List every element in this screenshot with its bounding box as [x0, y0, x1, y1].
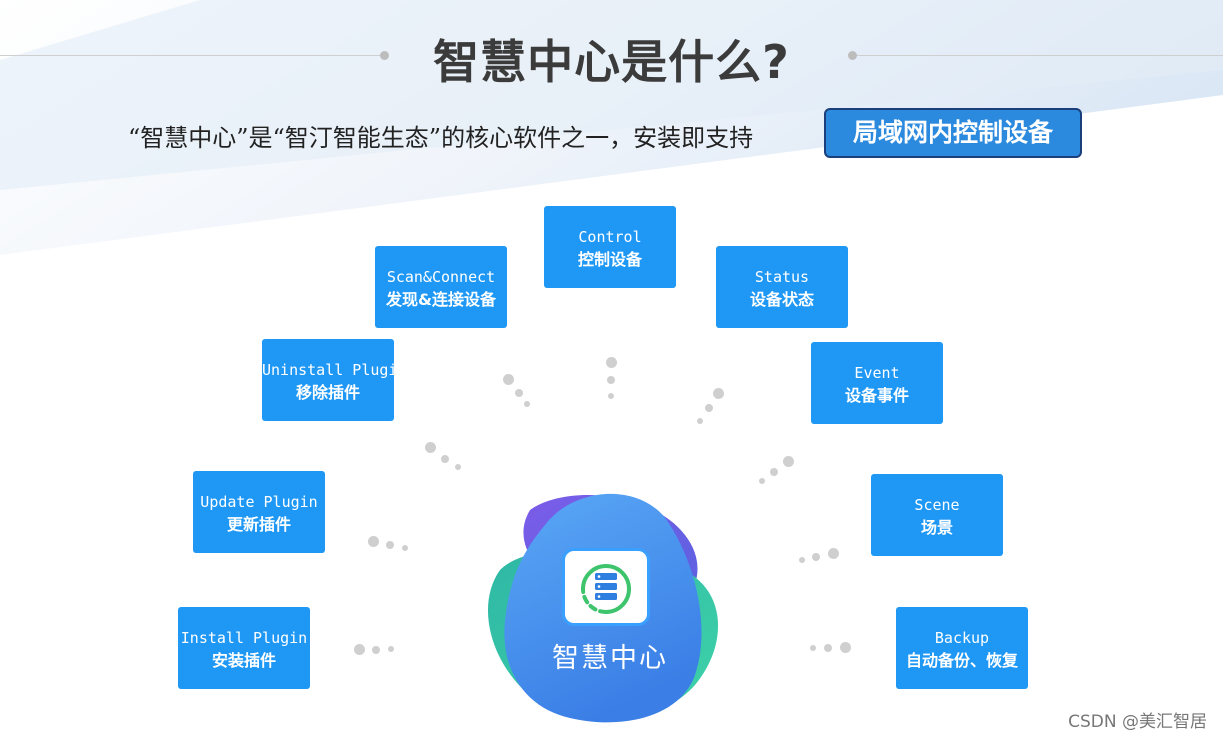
- feature-en-label: Scan&Connect: [386, 268, 496, 286]
- feature-control: Control 控制设备: [544, 206, 676, 288]
- feature-en-label: Backup: [934, 629, 990, 647]
- feature-en-label: Update Plugin: [200, 493, 318, 511]
- title-rule-left: [0, 55, 385, 56]
- title-rule-right: [852, 55, 1223, 56]
- feature-zh-label: 场景: [920, 518, 953, 537]
- feature-zh-label: 更新插件: [226, 515, 291, 534]
- feature-en-label: Control: [578, 228, 642, 246]
- feature-en-label: Uninstall Plugin: [262, 361, 394, 379]
- title-rule-right-dot: [848, 51, 857, 60]
- hub-label: 智慧中心: [552, 643, 668, 674]
- feature-zh-label: 自动备份、恢复: [905, 651, 1018, 670]
- feature-zh-label: 设备事件: [844, 386, 909, 405]
- feature-install-plugin: Install Plugin 安装插件: [178, 607, 310, 689]
- feature-scan-connect: Scan&Connect 发现&连接设备: [375, 246, 507, 328]
- feature-zh-label: 移除插件: [295, 383, 360, 402]
- feature-event: Event 设备事件: [811, 342, 943, 424]
- server-icon: [562, 548, 650, 626]
- feature-zh-label: 设备状态: [749, 290, 814, 309]
- feature-status: Status 设备状态: [716, 246, 848, 328]
- page-title: 智慧中心是什么?: [433, 35, 790, 89]
- highlight-badge: 局域网内控制设备: [824, 108, 1082, 158]
- feature-en-label: Status: [754, 268, 810, 286]
- subtitle: “智慧中心”是“智汀智能生态”的核心软件之一，安装即支持: [128, 124, 754, 152]
- title-rule-left-dot: [380, 51, 389, 60]
- feature-zh-label: 安装插件: [211, 651, 276, 670]
- feature-en-label: Install Plugin: [180, 629, 308, 647]
- feature-update-plugin: Update Plugin 更新插件: [193, 471, 325, 553]
- feature-zh-label: 控制设备: [577, 250, 642, 269]
- feature-scene: Scene 场景: [871, 474, 1003, 556]
- feature-en-label: Scene: [914, 496, 960, 514]
- feature-uninstall-plugin: Uninstall Plugin 移除插件: [262, 339, 394, 421]
- feature-backup: Backup 自动备份、恢复: [896, 607, 1028, 689]
- watermark: CSDN @美汇智居: [1068, 712, 1207, 732]
- feature-en-label: Event: [854, 364, 900, 382]
- feature-zh-label: 发现&连接设备: [386, 290, 496, 309]
